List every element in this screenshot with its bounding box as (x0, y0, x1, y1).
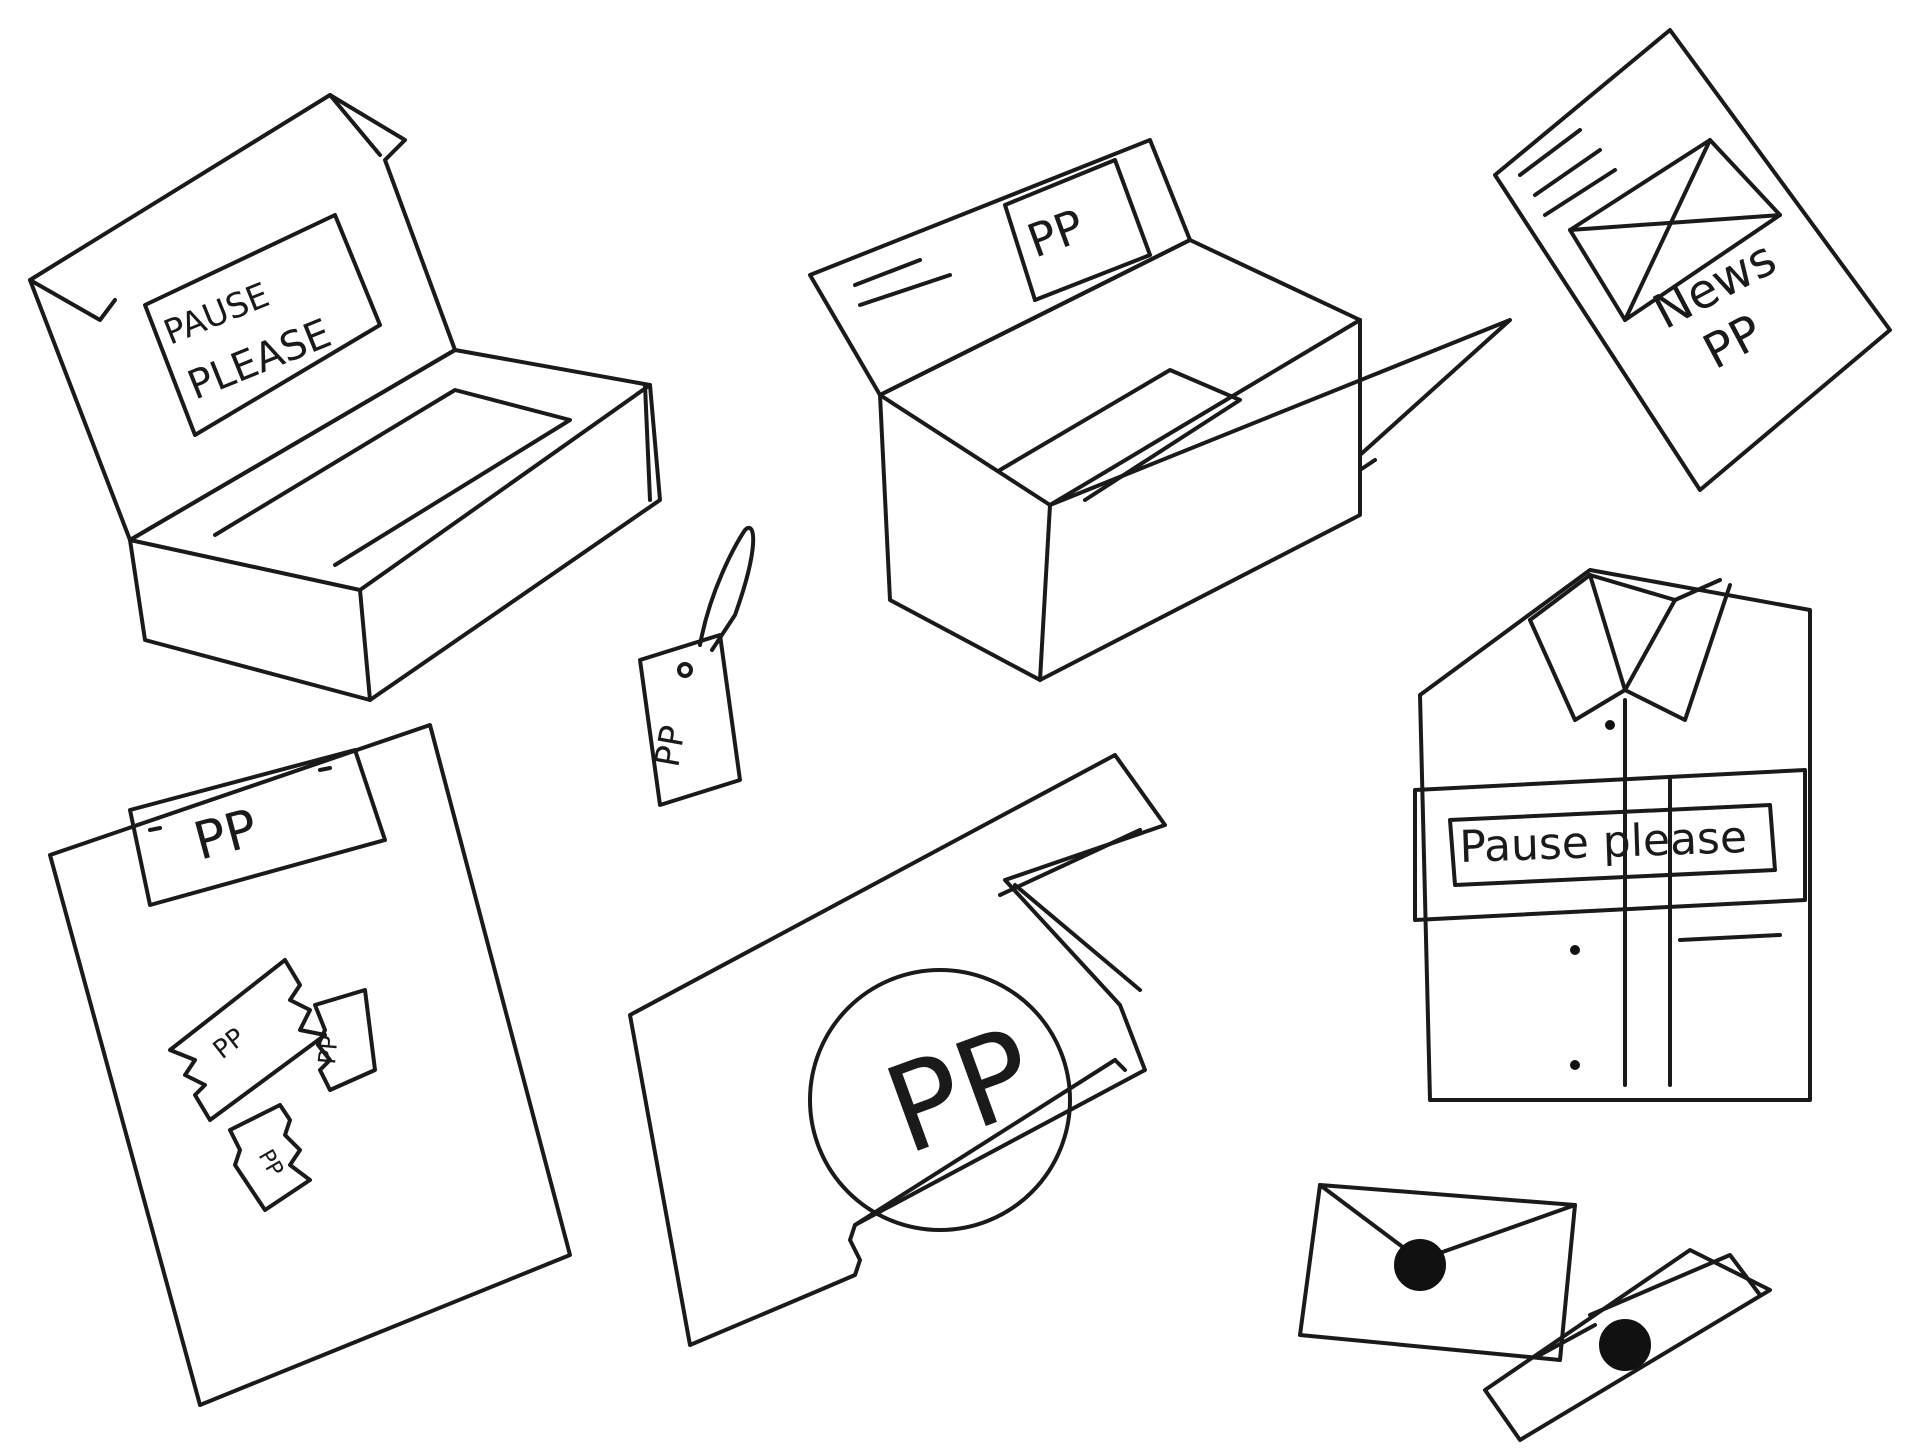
tote-bag-sketch: PP (628, 753, 1167, 1347)
poster-header-label: PP (188, 798, 264, 872)
poster-sketch: PP PP PP PP (48, 723, 572, 1407)
shipping-box-sketch: PP (808, 138, 1512, 682)
hang-tag-sketch: PP (638, 526, 756, 807)
shipping-box-label: PP (1020, 199, 1091, 269)
sticker-1-label: PP (208, 1023, 251, 1066)
hang-tag-label: PP (647, 723, 694, 770)
shirt-band-label: Pause please (1459, 812, 1748, 873)
gift-box-sketch: PAUSE PLEASE (28, 93, 662, 702)
envelopes-sketch (1298, 1183, 1772, 1442)
shirt-sketch: Pause please (1413, 568, 1812, 1102)
newsletter-flyer-sketch: News PP (1493, 28, 1892, 492)
sticker-3-label: PP (253, 1146, 288, 1181)
tote-bag-logo: PP (869, 1002, 1053, 1182)
sticker-2-label: PP (313, 1034, 343, 1065)
